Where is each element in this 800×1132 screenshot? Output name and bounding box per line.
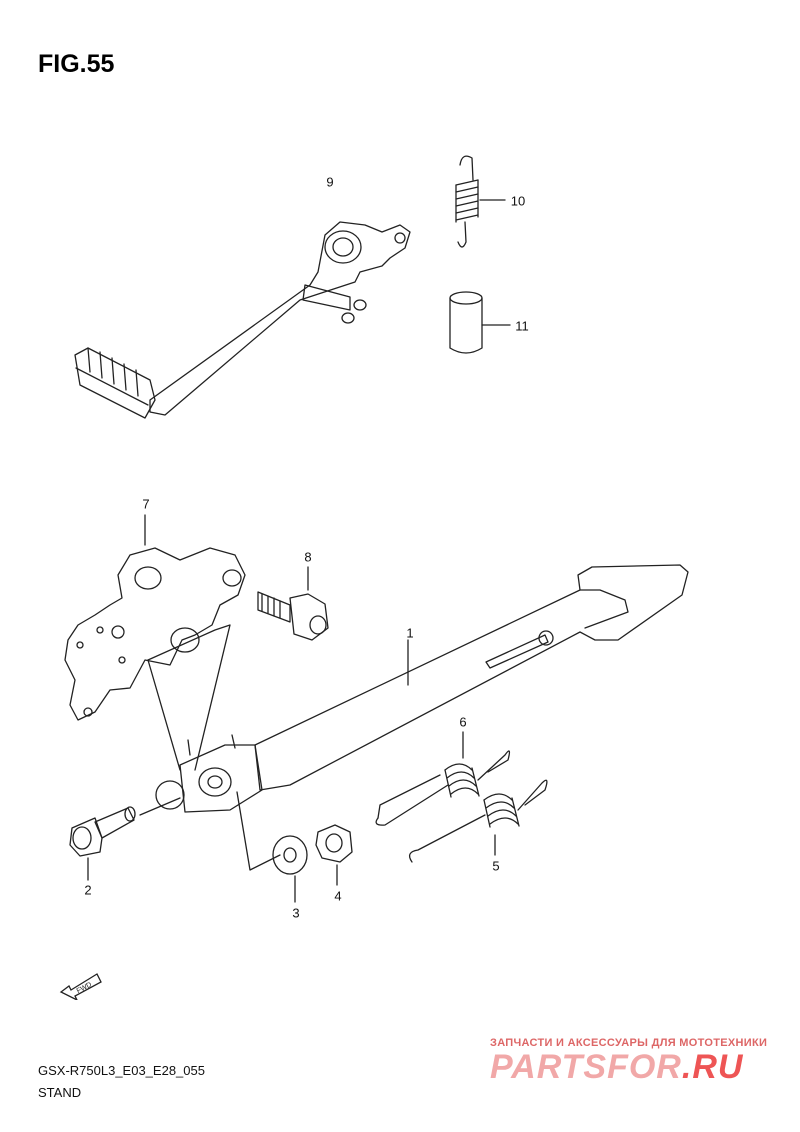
- part-1-side-stand[interactable]: [155, 564, 689, 813]
- part-8-bolt[interactable]: [257, 566, 329, 641]
- callout-9: 9: [326, 174, 334, 190]
- part-6-spring[interactable]: [375, 731, 511, 826]
- assembly-guide-lines: [139, 624, 281, 871]
- part-7-bracket[interactable]: [64, 514, 246, 721]
- diagram-name: STAND: [38, 1085, 82, 1100]
- callout-5: 5: [492, 858, 500, 874]
- fwd-label: FWD: [76, 981, 93, 995]
- watermark-brand: PARTSFOR: [490, 1048, 682, 1086]
- part-11-collar[interactable]: [449, 291, 511, 354]
- callout-3: 3: [292, 905, 300, 921]
- callout-2: 2: [84, 882, 92, 898]
- watermark-suffix: .RU: [681, 1048, 744, 1086]
- part-3-washer[interactable]: [272, 835, 308, 903]
- callout-6: 6: [459, 714, 467, 730]
- figure-title: FIG.55: [38, 50, 115, 78]
- part-5-spring[interactable]: [408, 779, 548, 863]
- diagram-code: GSX-R750L3_E03_E28_055: [38, 1063, 205, 1078]
- watermark-tagline: ЗАПЧАСТИ И АКСЕССУАРЫ ДЛЯ МОТОТЕХНИКИ: [490, 1037, 768, 1049]
- part-9-pedal[interactable]: [74, 221, 411, 419]
- part-10-spring[interactable]: [455, 155, 506, 248]
- callout-7: 7: [142, 496, 150, 512]
- callout-4: 4: [334, 888, 342, 904]
- part-2-pivot-bolt[interactable]: [69, 806, 136, 881]
- part-4-nut[interactable]: [315, 824, 353, 886]
- callout-1: 1: [406, 625, 414, 641]
- fwd-arrow-icon: FWD: [59, 970, 103, 1005]
- callout-8: 8: [304, 549, 312, 565]
- watermark-logo: PARTSFOR.RU: [490, 1048, 743, 1087]
- callout-10: 10: [510, 193, 526, 209]
- callout-11: 11: [515, 318, 529, 334]
